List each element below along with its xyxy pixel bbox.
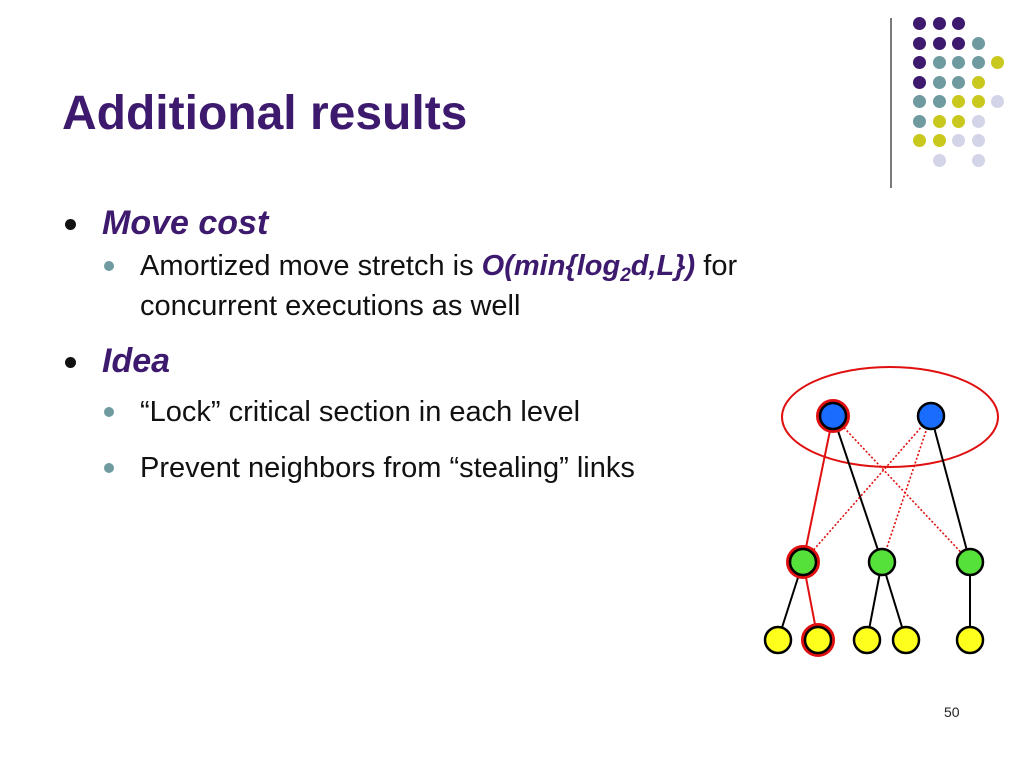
tree-node-top-left [818, 401, 848, 431]
sub-bullet-dot-icon [104, 463, 114, 473]
decorative-dot [952, 134, 965, 147]
decorative-dot [913, 75, 926, 89]
decorative-dot [952, 36, 965, 50]
decorative-dot [932, 17, 946, 30]
node-highlight-ring [786, 545, 820, 579]
bullet-label: Idea [102, 342, 171, 380]
decorative-dot [991, 95, 1004, 108]
decorative-dot [952, 56, 965, 69]
bullet-idea: Idea [60, 338, 780, 384]
tree-nodes [763, 399, 985, 657]
decorative-dot [971, 153, 985, 167]
decorative-divider-line [890, 18, 892, 188]
sub-bullet-dot-icon [104, 261, 114, 271]
tree-edge [802, 415, 834, 563]
decorative-dot [952, 17, 965, 30]
decorative-dot [932, 75, 946, 89]
sub-bullet-text-line2: concurrent executions as well [140, 290, 521, 322]
tree-node-leaf-5 [955, 625, 985, 655]
decorative-dot [913, 17, 926, 30]
decorative-dot [932, 153, 946, 167]
tree-node-top-right [916, 401, 946, 431]
decorative-dot-grid [0, 0, 1024, 200]
decorative-dot [971, 134, 985, 147]
decorative-dot [952, 95, 965, 108]
sub-bullet-text: “Lock” critical section in each level [140, 396, 581, 428]
decorative-dot [932, 36, 946, 50]
sub-bullet-dot-icon [104, 407, 114, 417]
node-highlight-ring [816, 399, 850, 433]
decorative-dot [952, 75, 965, 89]
bullet-list: Move cost Amortized move stretch is O(mi… [60, 200, 780, 488]
decorative-dot [932, 114, 946, 128]
tree-node-leaf-4 [891, 625, 921, 655]
decorative-dot [932, 95, 946, 108]
decorative-dot [913, 114, 926, 128]
complexity-formula: O(min{log2d,L}) [481, 250, 696, 286]
tree-node-mid-center [867, 547, 897, 577]
sub-bullet-amortized: Amortized move stretch is O(min{log2d,L}… [60, 246, 780, 326]
bullet-dot-icon [65, 357, 76, 368]
tree-node-leaf-1 [763, 625, 793, 655]
sub-bullet-text: Amortized move stretch is [140, 250, 482, 282]
tree-edge [832, 415, 883, 563]
decorative-dot [991, 56, 1004, 69]
decorative-dot [913, 134, 926, 147]
sub-bullet-prevent: Prevent neighbors from “stealing” links [60, 448, 780, 488]
slide-title: Additional results [62, 87, 468, 140]
tree-node-leaf-2 [803, 625, 833, 655]
decorative-dot [932, 134, 946, 147]
bullet-move-cost: Move cost [60, 200, 780, 246]
page-number: 50 [944, 704, 960, 720]
decorative-dot [971, 56, 985, 69]
tree-node-mid-left [788, 547, 818, 577]
tree-edge [930, 415, 971, 563]
tree-edge [802, 415, 932, 563]
top-level-highlight-ellipse [781, 366, 999, 468]
tree-node-leaf-3 [852, 625, 882, 655]
tree-edge [832, 415, 971, 563]
decorative-dot [913, 95, 926, 108]
node-highlight-ring [801, 623, 835, 657]
sub-bullet-lock: “Lock” critical section in each level [60, 392, 780, 432]
decorative-dot [971, 95, 985, 108]
decorative-dot [971, 114, 985, 128]
decorative-dot [971, 36, 985, 50]
bullet-label: Move cost [102, 204, 269, 242]
decorative-dot [971, 75, 985, 89]
tree-node-mid-right [955, 547, 985, 577]
decorative-dot [913, 56, 926, 69]
sub-bullet-text: Prevent neighbors from “stealing” links [140, 452, 635, 484]
tree-edge [881, 415, 932, 563]
decorative-dot [913, 36, 926, 50]
bullet-dot-icon [65, 219, 76, 230]
decorative-dot [932, 56, 946, 69]
decorative-dot [952, 114, 965, 128]
